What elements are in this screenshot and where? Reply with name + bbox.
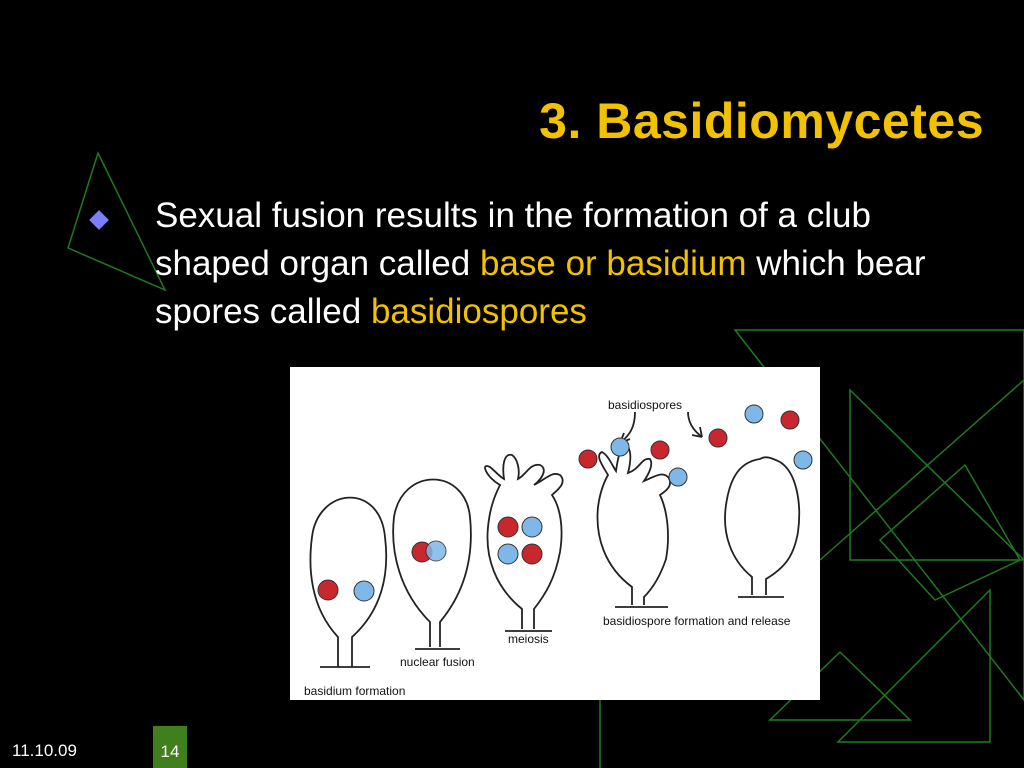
nucleus-red-stage3-a [497, 516, 519, 538]
spore-blue-released-a [744, 404, 764, 424]
label-basidium-formation: basidium formation [304, 684, 405, 698]
label-spore-release: basidiospore formation and release [603, 614, 791, 628]
nucleus-red-stage1 [317, 579, 339, 601]
nucleus-red-stage3-b [521, 543, 543, 565]
stage1-basidium-outline [309, 496, 388, 667]
nucleus-blue-stage1 [353, 580, 375, 602]
deco-line-diagonal [819, 379, 1024, 561]
deco-diamond-right [878, 463, 1022, 601]
spore-red-released-a [708, 428, 728, 448]
stage2-basidium-outline [392, 478, 472, 647]
stage3-basidium-outline [484, 453, 564, 629]
basidium-diagram-svg: basidiospores basidium formation nuclear… [304, 398, 813, 698]
stage4-basidium-outline [596, 445, 672, 605]
spore-red-released-b [780, 410, 800, 430]
nucleus-blue-stage2 [425, 540, 447, 562]
label-meiosis: meiosis [508, 632, 549, 646]
stage5-basidium-outline [724, 456, 801, 595]
nucleus-blue-stage3-a [521, 516, 543, 538]
arrow-right [687, 411, 703, 438]
deco-triangle-left [67, 150, 167, 292]
basidium-diagram: basidiospores basidium formation nuclear… [290, 367, 820, 700]
nucleus-blue-stage3-b [497, 543, 519, 565]
highlight-basidium: base or basidium [479, 244, 747, 283]
highlight-basidiospores: basidiospores [370, 292, 587, 331]
label-nuclear-fusion: nuclear fusion [400, 655, 475, 669]
bullet-text-part2: which bear spores called [155, 244, 926, 331]
bullet-text-part1: Sexual fusion results in the formation o… [155, 196, 871, 283]
deco-triangle-right-large [733, 329, 1024, 702]
page-number-badge: 14 [153, 726, 187, 768]
footer-date: 11.10.09 [12, 741, 77, 760]
spore-blue-released-b [793, 450, 813, 470]
spore-red-stage4-a [578, 449, 598, 469]
bullet-text: Sexual fusion results in the formation o… [155, 192, 955, 336]
label-basidiospores: basidiospores [608, 398, 682, 412]
slide-title: 3. Basidiomycetes [539, 93, 984, 149]
deco-triangle-bottom-right [836, 588, 991, 743]
spore-blue-stage4-a [610, 437, 630, 457]
arrow-right-head [691, 426, 703, 438]
spore-red-stage4-b [650, 440, 670, 460]
spore-blue-stage4-b [668, 467, 688, 487]
deco-triangle-right-mid [849, 388, 1024, 561]
